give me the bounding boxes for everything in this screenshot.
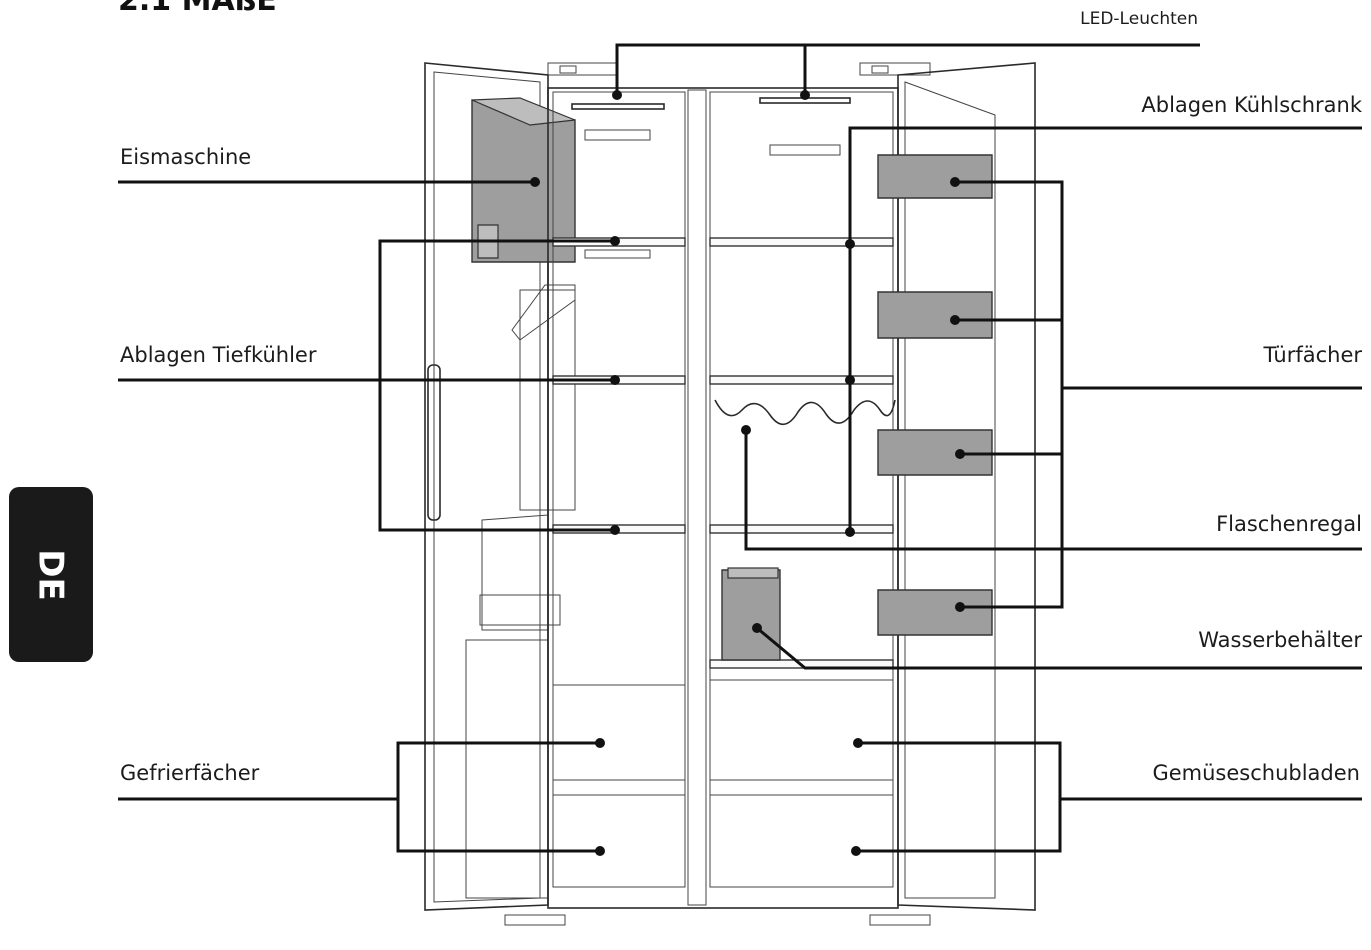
label-ice-maker: Eismaschine [120, 145, 251, 169]
label-fridge-shelves: Ablagen Kühlschrank [1141, 93, 1362, 117]
label-door-bins: Türfächer [1262, 343, 1362, 367]
refrigerator-illustration [424, 62, 1036, 926]
label-freezer-drawers: Gefrierfächer [120, 761, 260, 785]
label-led-lights: LED-Leuchten [1080, 9, 1198, 29]
label-freezer-shelves: Ablagen Tiefkühler [120, 343, 317, 367]
label-water-tank: Wasserbehälter [1198, 628, 1362, 652]
language-tab: DE [9, 487, 93, 662]
label-crisper-drawers: Gemüseschubladen [1152, 761, 1360, 785]
section-heading: 2.1 MAßE [118, 0, 277, 18]
language-tab-label: DE [30, 548, 71, 601]
label-bottle-rack: Flaschenregal [1216, 512, 1362, 536]
leader-lines [118, 43, 1362, 853]
callout-dots [530, 90, 965, 856]
